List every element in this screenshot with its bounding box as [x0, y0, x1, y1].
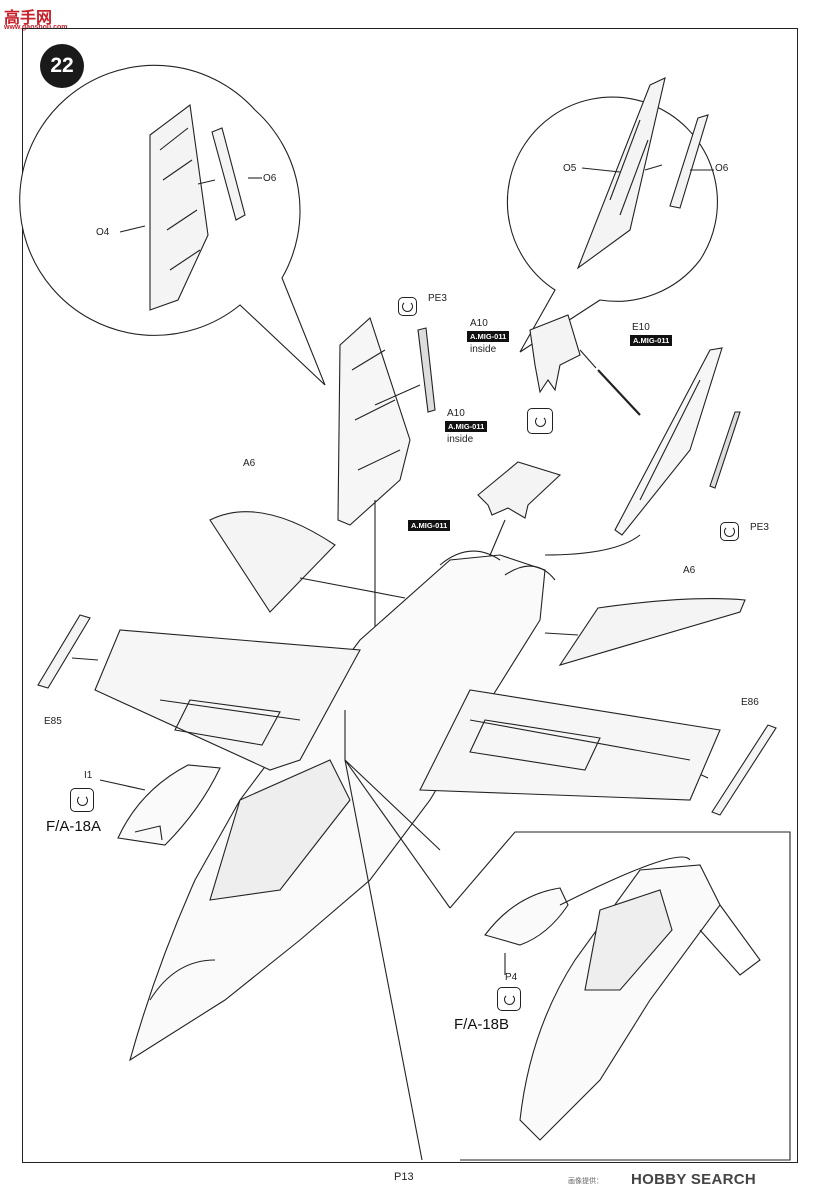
site-watermark-url: www.gaoshou.com — [4, 24, 68, 31]
page-frame — [22, 28, 798, 1163]
flip-icon — [70, 788, 94, 812]
part-label-e10: E10 — [632, 322, 650, 333]
paint-code-center: A.MIG-011 — [408, 520, 451, 531]
strip-o6-right-drawing — [669, 114, 709, 209]
stabilizer-a6-left-drawing — [209, 511, 336, 613]
part-a10-upper-drawing — [529, 314, 581, 394]
airframe-right-wing — [419, 689, 721, 801]
part-e86-drawing — [711, 724, 777, 816]
part-label-pe3-right: PE3 — [750, 522, 769, 533]
part-label-i1: I1 — [84, 770, 93, 781]
flap-right-drawing — [614, 347, 723, 536]
paint-code-e10: A.MIG-011 — [630, 335, 673, 346]
airframe-b-nose — [519, 864, 721, 1141]
paint-code-a10-top: A.MIG-011 — [467, 331, 510, 342]
flap-o5-drawing — [576, 77, 666, 270]
part-label-o4: O4 — [96, 227, 110, 238]
part-label-o5: O5 — [563, 163, 577, 174]
flip-icon — [497, 987, 521, 1011]
site-watermark: 高手网 — [4, 8, 53, 27]
hobby-search-watermark: HOBBY SEARCH — [631, 1171, 757, 1188]
flip-icon — [398, 297, 417, 316]
canopy-i1-drawing — [117, 764, 221, 846]
paint-code-a10-mid: A.MIG-011 — [445, 421, 488, 432]
note-inside-mid: inside — [447, 434, 474, 445]
copyright-note: 画像提供： — [568, 1178, 603, 1185]
part-label-o6-right: O6 — [715, 163, 729, 174]
part-label-o6-left: O6 — [263, 173, 277, 184]
note-inside-top: inside — [470, 344, 497, 355]
variant-label-a: F/A-18A — [46, 818, 102, 835]
pe3-left-drawing — [417, 327, 436, 413]
part-label-a10-mid: A10 — [447, 408, 465, 419]
cockpit-outline — [209, 759, 351, 901]
step-number-badge: 22 — [40, 44, 84, 88]
part-label-e85: E85 — [44, 716, 62, 727]
variant-label-b: F/A-18B — [454, 1016, 510, 1033]
flap-o4-drawing — [149, 103, 209, 311]
part-label-p4: P4 — [505, 972, 518, 983]
flip-icon — [527, 408, 553, 434]
part-a10-mid-drawing — [477, 461, 562, 519]
part-label-a6-left: A6 — [243, 458, 256, 469]
pe3-right-drawing — [709, 411, 741, 489]
flap-left-drawing — [337, 317, 411, 526]
inset-frame-b — [449, 831, 791, 1161]
page-number: P13 — [394, 1171, 414, 1183]
part-label-a10-top: A10 — [470, 318, 488, 329]
stabilizer-a6-right-drawing — [558, 598, 746, 666]
part-label-pe3-left: PE3 — [428, 293, 447, 304]
canopy-p4-drawing — [484, 887, 569, 946]
part-e85-drawing — [37, 614, 91, 689]
strip-o6-drawing — [211, 127, 246, 221]
part-label-a6-right: A6 — [683, 565, 696, 576]
part-label-e86: E86 — [741, 697, 759, 708]
flip-icon — [720, 522, 739, 541]
airframe-left-wing — [94, 629, 361, 771]
part-e10-drawing — [597, 369, 641, 416]
